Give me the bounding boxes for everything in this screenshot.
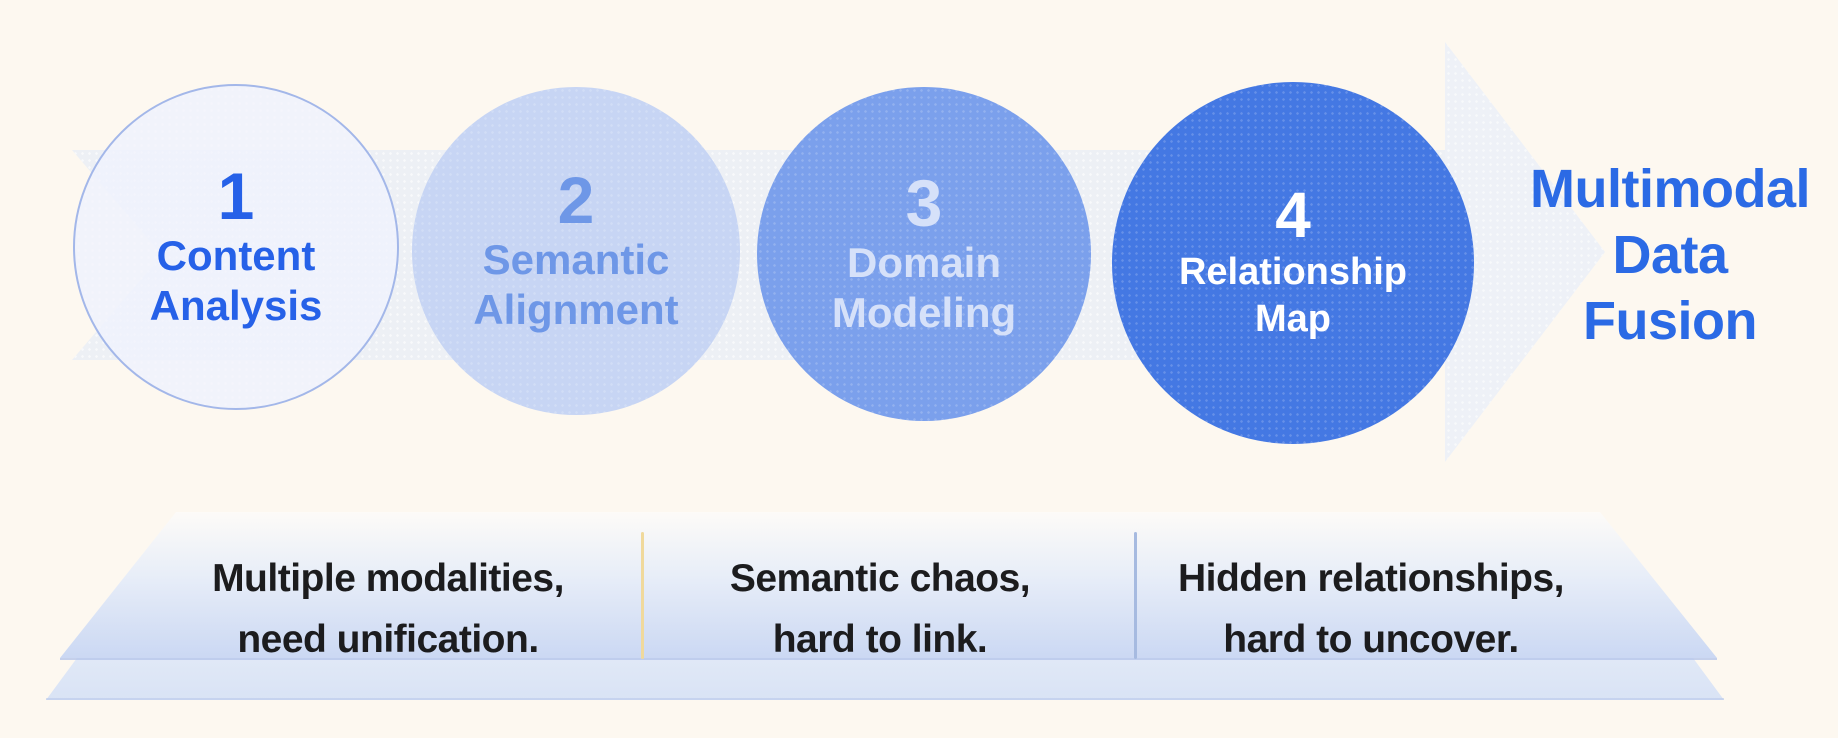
step-label-line: Modeling [831,288,1017,336]
headline-title: Multimodal Data Fusion [1505,156,1835,354]
caption-line: hard to uncover. [1223,618,1519,661]
step-label-line: Domain [846,238,1001,286]
caption-line: Semantic chaos, [729,557,1031,600]
caption-panel-front-layer [60,512,1717,658]
caption-divider-1 [641,532,644,659]
headline-line: Data [1612,225,1728,285]
step-label-line: Semantic [482,235,670,283]
caption-line: Hidden relationships, [1177,557,1565,600]
caption-divider-2 [1134,532,1137,659]
headline-line: Multimodal [1530,159,1810,219]
caption-panel-1: Multiple modalities, need unification. [138,548,638,670]
step-label-line: Content [156,231,316,279]
step-circle-domain-modeling: 3 Domain Modeling [757,87,1091,421]
step-number: 2 [557,163,595,238]
step-number: 3 [905,166,943,241]
caption-panel-2: Semantic chaos, hard to link. [630,548,1130,670]
headline-line: Fusion [1583,291,1757,351]
caption-line: need unification. [237,618,539,661]
step-label-line: Analysis [149,281,323,329]
step-circle-semantic-alignment: 2 Semantic Alignment [412,87,740,415]
step-label-line: Map [1255,297,1331,340]
step-circle-content-analysis: 1 Content Analysis [73,84,399,410]
step-circle-relationship-map: 4 Relationship Map [1112,82,1474,444]
caption-panel-3: Hidden relationships, hard to uncover. [1121,548,1621,670]
step-number: 1 [217,159,255,234]
caption-panel-front-edge [60,658,1717,660]
caption-line: Multiple modalities, [212,557,564,600]
step-number: 4 [1275,179,1311,252]
caption-line: hard to link. [772,618,988,661]
step-label-line: Alignment [473,285,679,333]
step-label-line: Relationship [1178,250,1408,293]
caption-panel-back-edge [46,698,1724,700]
